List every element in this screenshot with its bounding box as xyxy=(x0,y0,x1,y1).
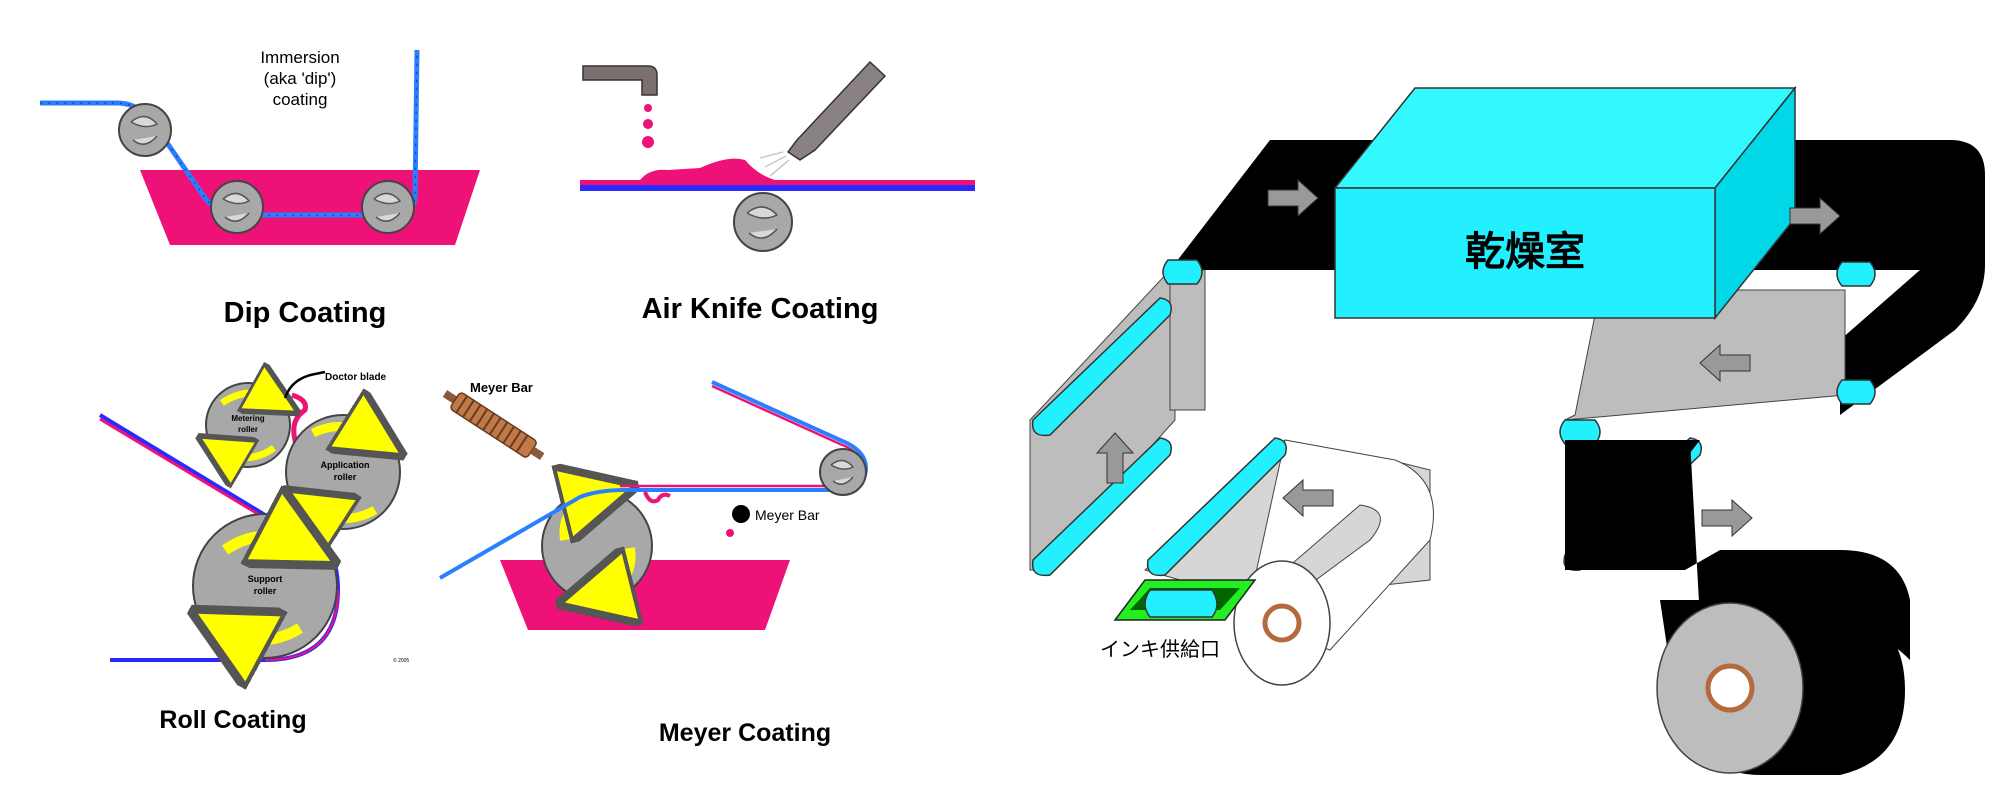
support-label-1: Support xyxy=(248,574,283,584)
application-label-2: roller xyxy=(334,472,357,482)
ink-supply-tray: インキ供給口 xyxy=(1100,579,1257,661)
metering-label-1: Metering xyxy=(231,414,264,423)
rewind-roll xyxy=(1656,600,1905,775)
dip-label-line1: Immersion xyxy=(260,48,339,67)
meyer-right-roller xyxy=(819,448,867,496)
arrow-icon xyxy=(1789,196,1841,236)
meyer-application-roller xyxy=(541,491,653,601)
meyer-bar-side-label: Meyer Bar xyxy=(755,507,820,523)
support-roller: Support roller xyxy=(193,514,337,658)
arrow-icon xyxy=(1267,178,1319,218)
roller-right-top xyxy=(1836,261,1876,287)
roller-left-lower xyxy=(1031,437,1172,577)
dip-title: Dip Coating xyxy=(224,297,387,329)
unwind-roll xyxy=(1233,560,1331,686)
dip-label-line3: coating xyxy=(273,90,328,109)
roller-center xyxy=(1146,437,1287,577)
dip-roller-right xyxy=(361,180,415,234)
web-left-top xyxy=(1169,269,1206,411)
meyer-title: Meyer Coating xyxy=(659,719,831,747)
dip-roller-top xyxy=(118,103,172,157)
application-label-1: Application xyxy=(321,460,370,470)
dip-label-line2: (aka 'dip') xyxy=(264,69,337,88)
air-knife-icon xyxy=(786,60,887,161)
metering-roller: Metering roller xyxy=(206,383,290,467)
air-knife-coating-diagram: Air Knife Coating xyxy=(580,60,975,325)
roll-copyright: © 2005 xyxy=(393,657,409,664)
meyer-bar-point xyxy=(732,505,750,523)
roller-right-mid xyxy=(1836,379,1876,405)
dip-roller-left xyxy=(210,180,264,234)
flow-arrows xyxy=(1095,178,1841,538)
air-knife-roller xyxy=(733,192,793,252)
faucet-icon xyxy=(582,65,658,96)
web-middle-right xyxy=(1564,289,1846,421)
printing-line-diagram: 乾燥室 xyxy=(1029,85,1985,775)
roll-coating-diagram: Metering roller Doctor blade Application… xyxy=(98,370,409,734)
arrow-icon xyxy=(1282,478,1334,518)
roller-left-upper xyxy=(1031,297,1172,437)
meyer-bar-top-label: Meyer Bar xyxy=(470,380,533,395)
dryer-box: 乾燥室 xyxy=(1333,85,1797,321)
dip-coating-diagram: Immersion (aka 'dip') coating Dip Coatin… xyxy=(40,48,480,329)
meyer-coating-diagram: Meyer Bar Meyer Bar Meyer Coating xyxy=(438,380,869,747)
meyer-bar-illustration xyxy=(442,390,545,460)
dryer-label: 乾燥室 xyxy=(1465,230,1585,274)
roll-title: Roll Coating xyxy=(159,706,306,734)
metering-label-2: roller xyxy=(238,425,258,434)
arrow-icon xyxy=(1701,498,1753,538)
roller-top-left xyxy=(1162,259,1203,285)
support-label-2: roller xyxy=(254,586,277,596)
ink-supply-label: インキ供給口 xyxy=(1100,638,1220,661)
application-roller: Application roller xyxy=(286,415,400,529)
arrow-icon xyxy=(1699,343,1751,383)
doctor-blade-label: Doctor blade xyxy=(325,372,387,383)
doctor-blade xyxy=(283,370,326,399)
meyer-web xyxy=(438,380,869,580)
arrow-icon xyxy=(1095,432,1135,484)
air-knife-title: Air Knife Coating xyxy=(642,293,879,325)
